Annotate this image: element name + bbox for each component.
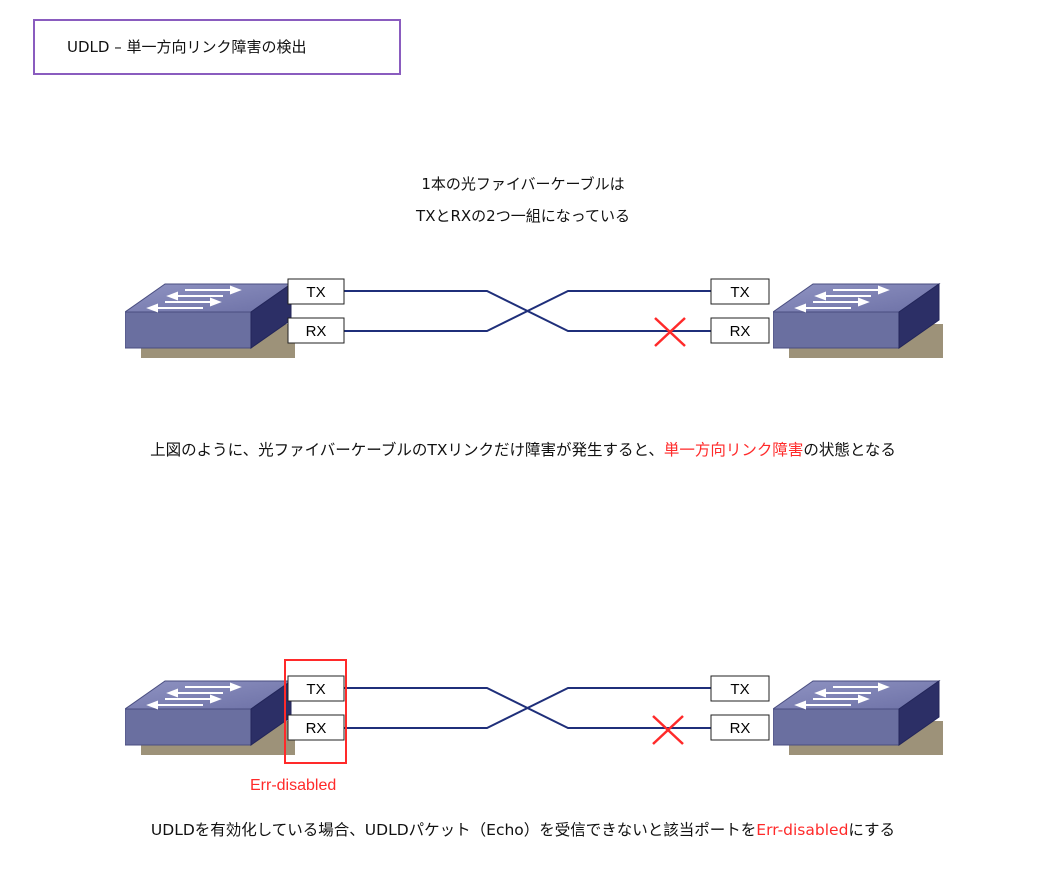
title-box [33, 19, 401, 75]
port-rx-right: RX [710, 714, 770, 741]
switch-icon [125, 283, 295, 358]
description-2-text: UDLDを有効化している場合、UDLDパケット（Echo）を受信できないと該当ポ… [150, 821, 757, 839]
switch-icon [773, 680, 943, 755]
port-tx-right: TX [710, 675, 770, 702]
switch-icon [125, 680, 295, 755]
svg-text:RX: RX [306, 720, 327, 737]
port-tx-left: TX [287, 278, 345, 305]
page-title: UDLD – 単一方向リンク障害の検出 [67, 38, 307, 56]
switch-icon [773, 283, 943, 358]
err-disabled-highlight-box [284, 659, 347, 764]
svg-text:TX: TX [730, 681, 749, 698]
description-2-suffix: にする [848, 821, 896, 839]
port-tx-right: TX [710, 278, 770, 305]
description-1-suffix: の状態となる [803, 441, 896, 459]
description-1: 上図のように、光ファイバーケーブルのTXリンクだけ障害が発生すると、単一方向リン… [0, 438, 1046, 460]
fault-x-icon [654, 317, 686, 347]
svg-text:RX: RX [306, 323, 327, 340]
port-rx-right: RX [710, 317, 770, 344]
description-1-highlight: 単一方向リンク障害 [663, 441, 804, 459]
cable-rx-to-tx [344, 290, 711, 332]
port-rx-left: RX [287, 317, 345, 344]
caption-line-2: TXとRXの2つ一組になっている [416, 207, 630, 225]
description-1-text: 上図のように、光ファイバーケーブルのTXリンクだけ障害が発生すると、 [150, 441, 664, 459]
description-2-highlight: Err-disabled [756, 821, 849, 839]
port-rx-left: RX [287, 714, 345, 741]
svg-text:TX: TX [306, 681, 325, 698]
cable-rx-to-tx [344, 687, 711, 729]
description-2: UDLDを有効化している場合、UDLDパケット（Echo）を受信できないと該当ポ… [0, 818, 1046, 840]
svg-text:TX: TX [306, 284, 325, 301]
err-disabled-label: Err-disabled [250, 777, 337, 794]
fault-x-icon [652, 715, 684, 745]
caption-line-1: 1本の光ファイバーケーブルは [421, 175, 625, 193]
svg-text:RX: RX [730, 720, 751, 737]
svg-text:TX: TX [730, 284, 749, 301]
port-tx-left: TX [287, 675, 345, 702]
svg-text:RX: RX [730, 323, 751, 340]
